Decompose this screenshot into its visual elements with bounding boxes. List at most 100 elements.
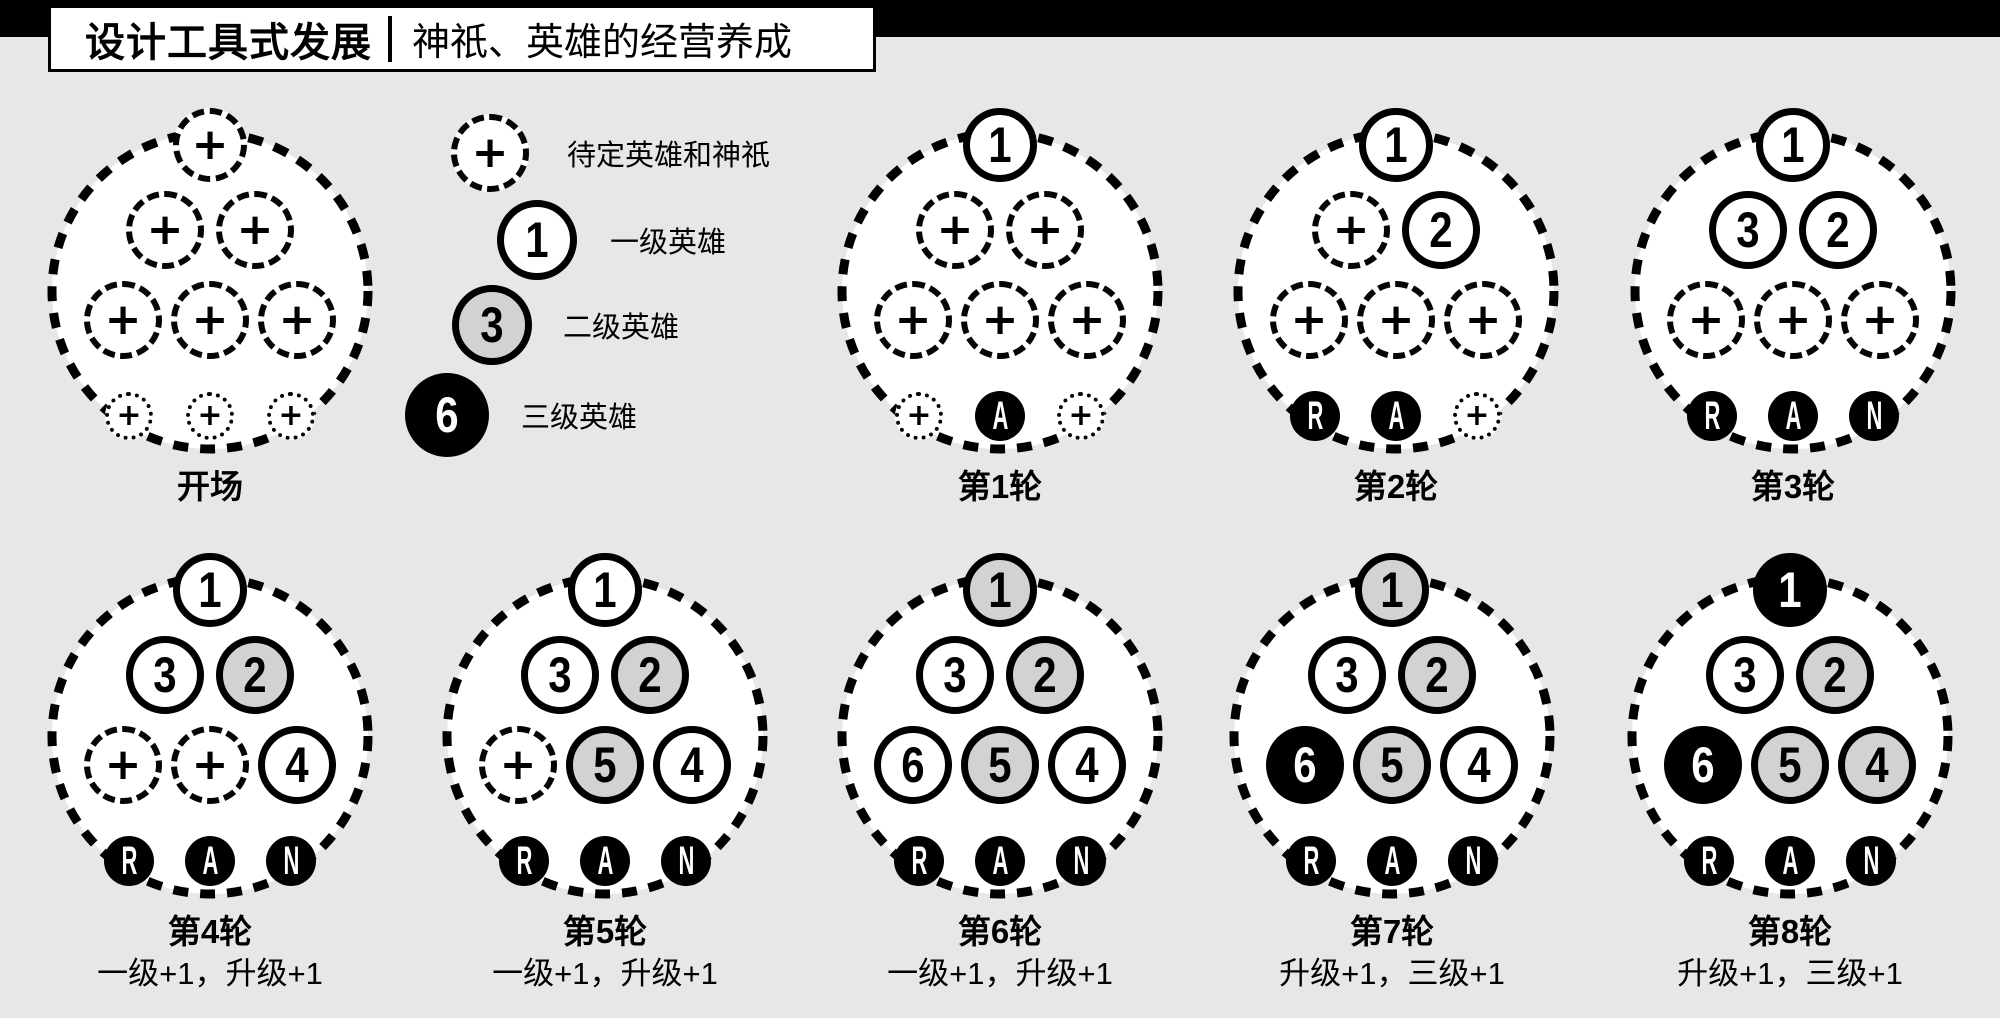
legend-pending-circle-symbol: + bbox=[471, 127, 509, 178]
board-label: 第6轮 bbox=[957, 913, 1043, 950]
opening-slot-r3r-pending: + bbox=[258, 281, 336, 359]
round-6-slot-b3-letter-symbol: N bbox=[1073, 839, 1089, 883]
round-3-slot-r2l-level1-symbol: 3 bbox=[1736, 202, 1760, 258]
title-divider bbox=[388, 15, 392, 62]
round-1-slot-r3l-pending: + bbox=[874, 281, 952, 359]
round-1-slot-r3m-pending: + bbox=[961, 281, 1039, 359]
round-3-slot-r2l-level1: 3 bbox=[1709, 191, 1787, 269]
round-8-slot-r3r-level2-symbol: 4 bbox=[1865, 737, 1889, 793]
round-8-slot-r2r-level2-symbol: 2 bbox=[1823, 647, 1847, 703]
round-5-slot-r3r-level1-symbol: 4 bbox=[680, 737, 704, 793]
round-7-slot-b1-letter-symbol: R bbox=[1303, 839, 1319, 883]
round-3-slot-b2-letter-symbol: A bbox=[1785, 394, 1801, 438]
board-subtitle: 一级+1，升级+1 bbox=[887, 956, 1113, 991]
round-6-slot-r3m-level2-symbol: 5 bbox=[988, 737, 1012, 793]
round-5-slot-r2l-level1-symbol: 3 bbox=[548, 647, 572, 703]
round-5-slot-b3-letter-symbol: N bbox=[678, 839, 694, 883]
round-4-slot-r3m-pending: + bbox=[171, 726, 249, 804]
round-1-slot-r2l-pending-symbol: + bbox=[936, 204, 974, 255]
board-label: 第7轮 bbox=[1349, 913, 1435, 950]
legend-level1-circle-symbol: 1 bbox=[525, 212, 549, 268]
round-3-slot-r3l-pending-symbol: + bbox=[1687, 294, 1725, 345]
legend-level1-circle: 1 bbox=[497, 200, 577, 280]
round-1-slot-b3-pending-small-symbol: + bbox=[1068, 398, 1094, 433]
round-3-slot-r3r-pending: + bbox=[1841, 281, 1919, 359]
round-7-slot-r2r-level2-symbol: 2 bbox=[1425, 647, 1449, 703]
legend-pending-circle: + bbox=[451, 114, 529, 192]
round-6-slot-r2l-level1-symbol: 3 bbox=[943, 647, 967, 703]
round-3-slot-top-level1: 1 bbox=[1756, 108, 1830, 182]
opening-slot-r3m-pending: + bbox=[171, 281, 249, 359]
board-subtitle: 一级+1，升级+1 bbox=[492, 956, 718, 991]
board-caption: 第8轮升级+1，三级+1 bbox=[1590, 912, 1990, 996]
round-5-slot-top-level1-symbol: 1 bbox=[593, 562, 617, 618]
round-2-slot-r2r-level1: 2 bbox=[1402, 191, 1480, 269]
opening-slot-r3l-pending-symbol: + bbox=[104, 294, 142, 345]
round-7-slot-r3r-level1-symbol: 4 bbox=[1467, 737, 1491, 793]
board-subtitle: 升级+1，三级+1 bbox=[1279, 956, 1505, 991]
legend-label-pending: 待定英雄和神祇 bbox=[567, 140, 771, 172]
round-8-slot-r3r-level2: 4 bbox=[1838, 726, 1916, 804]
round-2-slot-r3r-pending: + bbox=[1444, 281, 1522, 359]
round-5-slot-b2-letter: A bbox=[580, 836, 630, 886]
round-4-slot-r2l-level1: 3 bbox=[126, 636, 204, 714]
round-2-slot-r3l-pending-symbol: + bbox=[1290, 294, 1328, 345]
round-1-slot-top-level1: 1 bbox=[963, 108, 1037, 182]
legend-label-level3: 三级英雄 bbox=[521, 402, 638, 434]
round-1-slot-b3-pending-small: + bbox=[1057, 392, 1105, 440]
round-8-slot-r3m-level2: 5 bbox=[1751, 726, 1829, 804]
round-3-slot-r3r-pending-symbol: + bbox=[1861, 294, 1899, 345]
round-6-slot-top-level2-symbol: 1 bbox=[988, 562, 1012, 618]
round-8-slot-b3-letter-symbol: N bbox=[1863, 839, 1879, 883]
opening-slot-b1-pending-small: + bbox=[105, 392, 153, 440]
legend-level3-circle-symbol: 6 bbox=[435, 387, 459, 443]
round-7-slot-r2l-level1: 3 bbox=[1308, 636, 1386, 714]
round-6-slot-b2-letter: A bbox=[975, 836, 1025, 886]
round-1-slot-b2-letter: A bbox=[975, 391, 1025, 441]
page-title-secondary: 神祇、英雄的经营养成 bbox=[412, 22, 793, 64]
round-4-slot-r3m-pending-symbol: + bbox=[191, 739, 229, 790]
opening-slot-b1-pending-small-symbol: + bbox=[116, 398, 142, 433]
round-7-slot-r3l-level3-symbol: 6 bbox=[1293, 737, 1317, 793]
round-3-slot-r3l-pending: + bbox=[1667, 281, 1745, 359]
round-5-slot-b3-letter: N bbox=[661, 836, 711, 886]
round-4-slot-b1-letter-symbol: R bbox=[121, 839, 137, 883]
opening-slot-b3-pending-small-symbol: + bbox=[278, 398, 304, 433]
legend-label-level1: 一级英雄 bbox=[610, 227, 727, 259]
round-8-slot-r3l-level3-symbol: 6 bbox=[1691, 737, 1715, 793]
opening-slot-r3r-pending-symbol: + bbox=[278, 294, 316, 345]
round-7-slot-b2-letter-symbol: A bbox=[1384, 839, 1400, 883]
round-4-slot-r2l-level1-symbol: 3 bbox=[153, 647, 177, 703]
legend-level2-circle-symbol: 3 bbox=[480, 297, 504, 353]
round-1-slot-b1-pending-small: + bbox=[895, 392, 943, 440]
round-3-slot-r2r-level1-symbol: 2 bbox=[1826, 202, 1850, 258]
round-8-slot-b1-letter: R bbox=[1684, 836, 1734, 886]
round-1-slot-b2-letter-symbol: A bbox=[992, 394, 1008, 438]
round-5-slot-b1-letter: R bbox=[499, 836, 549, 886]
round-2-slot-b3-pending-small-symbol: + bbox=[1464, 398, 1490, 433]
round-6-slot-r3l-level1: 6 bbox=[874, 726, 952, 804]
round-6-slot-b1-letter-symbol: R bbox=[911, 839, 927, 883]
round-2-slot-r3m-pending-symbol: + bbox=[1377, 294, 1415, 345]
round-3-slot-b3-letter: N bbox=[1849, 391, 1899, 441]
round-3-slot-b3-letter-symbol: N bbox=[1866, 394, 1882, 438]
round-8-slot-b1-letter-symbol: R bbox=[1701, 839, 1717, 883]
round-6-slot-r3l-level1-symbol: 6 bbox=[901, 737, 925, 793]
board-label: 第3轮 bbox=[1750, 468, 1836, 505]
opening-slot-top-pending-symbol: + bbox=[191, 119, 229, 170]
round-6-slot-r3r-level1-symbol: 4 bbox=[1075, 737, 1099, 793]
round-7-slot-b1-letter: R bbox=[1286, 836, 1336, 886]
round-5-slot-b1-letter-symbol: R bbox=[516, 839, 532, 883]
board-label: 第4轮 bbox=[167, 913, 253, 950]
round-6-slot-top-level2: 1 bbox=[963, 553, 1037, 627]
round-6-slot-r2r-level2-symbol: 2 bbox=[1033, 647, 1057, 703]
round-7-slot-r2l-level1-symbol: 3 bbox=[1335, 647, 1359, 703]
round-8-slot-r3l-level3: 6 bbox=[1664, 726, 1742, 804]
round-1-slot-r2l-pending: + bbox=[916, 191, 994, 269]
round-1-slot-b1-pending-small-symbol: + bbox=[906, 398, 932, 433]
round-2-slot-b2-letter: A bbox=[1371, 391, 1421, 441]
round-1-slot-r3r-pending-symbol: + bbox=[1068, 294, 1106, 345]
round-2-slot-b1-letter: R bbox=[1290, 391, 1340, 441]
